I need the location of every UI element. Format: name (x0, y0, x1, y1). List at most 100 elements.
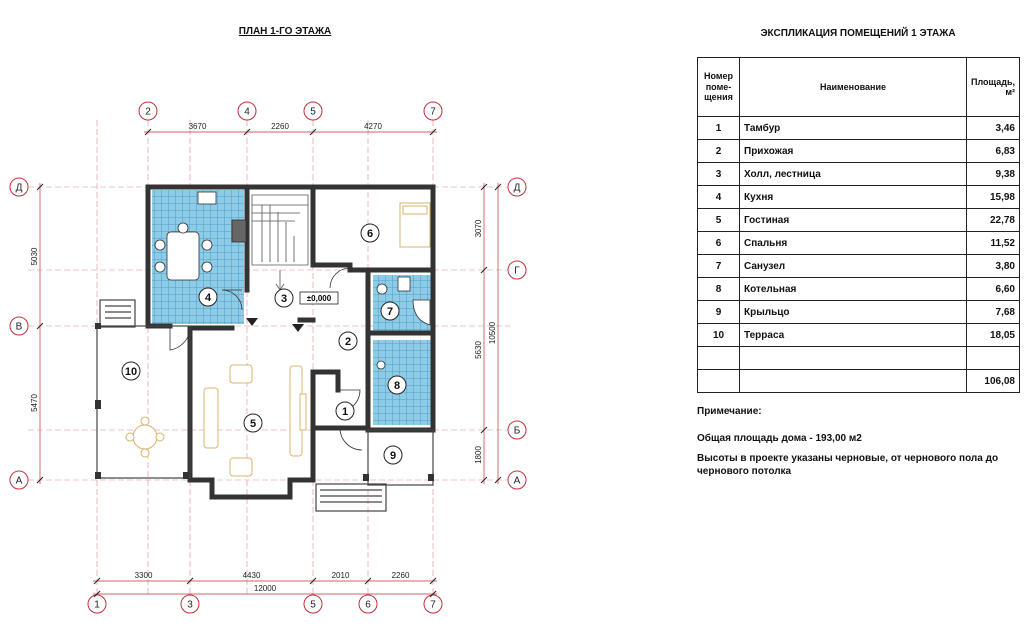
row-number: 4 (697, 185, 740, 209)
axis-bubble-top: 5 (303, 101, 323, 121)
row-area: 6,60 (965, 277, 1021, 301)
row-number: 2 (697, 139, 740, 163)
room-marker-9: 9 (383, 445, 403, 465)
axis-bubble-bottom: 7 (423, 594, 443, 614)
axis-bubble-bottom: 3 (180, 594, 200, 614)
level-mark: ±0,000 (307, 294, 332, 303)
row-name: Крыльцо (739, 300, 967, 324)
axis-bubble-right: Г (507, 260, 527, 280)
notes-heights: Высоты в проекте указаны черновые, от че… (697, 453, 999, 477)
room-number: 2 (345, 336, 351, 348)
blank-cell (965, 346, 1021, 370)
axis-bubble-left: Д (9, 177, 29, 197)
axis-label: 7 (430, 600, 436, 611)
room-marker-4: 4 (198, 287, 218, 307)
columns (95, 323, 434, 481)
row-name: Гостиная (739, 208, 967, 232)
notes: Примечание: Общая площадь дома - 193,00 … (697, 406, 1022, 486)
blank-cell (739, 346, 967, 370)
room-marker-5: 5 (243, 413, 263, 433)
axis-label: 7 (430, 107, 436, 118)
table-row-total: 106,08 (697, 369, 1021, 393)
row-name: Санузел (739, 254, 967, 278)
axis-bubble-top: 2 (138, 101, 158, 121)
explication-table: Номер поме-щения Наименование Площадь, м… (697, 57, 1021, 393)
row-name: Прихожая (739, 139, 967, 163)
axis-label: 6 (365, 600, 371, 611)
bedroom-furniture (399, 202, 431, 248)
row-area: 6,83 (965, 139, 1021, 163)
axis-label: 4 (244, 107, 250, 118)
row-area: 9,38 (965, 162, 1021, 186)
dim-label: 2260 (392, 571, 410, 580)
axis-label: Б (514, 426, 521, 437)
room-number: 9 (390, 450, 396, 462)
dim-label: 10500 (488, 321, 497, 344)
axis-gridlines (28, 120, 510, 595)
row-number: 10 (697, 323, 740, 347)
dim-label: 3670 (189, 122, 207, 131)
room-number: 4 (205, 292, 212, 304)
row-name: Холл, лестница (739, 162, 967, 186)
axis-label: 5 (310, 107, 316, 118)
dim-label: 5630 (474, 341, 483, 359)
header-room-name: Наименование (739, 57, 967, 117)
room-marker-6: 6 (360, 223, 380, 243)
axis-bubble-left: А (9, 470, 29, 490)
axis-label: А (16, 476, 23, 487)
row-number: 9 (697, 300, 740, 324)
row-area: 22,78 (965, 208, 1021, 232)
dim-label: 4270 (364, 122, 382, 131)
staircase (251, 194, 309, 291)
terrace-furniture (125, 416, 165, 458)
axis-label: 2 (145, 107, 151, 118)
notes-heading: Примечание: (697, 406, 762, 417)
axis-bubble-right: А (507, 470, 527, 490)
axis-bubble-bottom: 5 (303, 594, 323, 614)
axis-label: Г (514, 266, 520, 277)
row-area: 18,05 (965, 323, 1021, 347)
notes-total-area: Общая площадь дома - 193,00 м2 (697, 432, 862, 444)
row-number: 3 (697, 162, 740, 186)
explication-title: ЭКСПЛИКАЦИЯ ПОМЕЩЕНИЙ 1 ЭТАЖА (760, 28, 956, 39)
dim-label: 1800 (474, 446, 483, 464)
dim-label: 2260 (271, 122, 289, 131)
dim-label: 5470 (30, 394, 39, 412)
row-area: 7,68 (965, 300, 1021, 324)
dim-label: 12000 (254, 584, 277, 593)
axis-bubble-top: 4 (237, 101, 257, 121)
axis-bubble-left: В (9, 316, 29, 336)
blank-cell (697, 346, 740, 370)
dim-top: 3670 2260 4270 (144, 122, 437, 136)
room-number: 10 (125, 366, 137, 378)
axis-label: 5 (310, 600, 316, 611)
axis-label: В (16, 322, 23, 333)
kitchen-furniture (154, 191, 247, 281)
room-marker-3: 3 (274, 288, 294, 308)
room-marker-7: 7 (380, 301, 400, 321)
room-number: 5 (250, 418, 256, 430)
room-marker-8: 8 (387, 375, 407, 395)
row-area: 3,46 (965, 116, 1021, 140)
room-number: 3 (281, 293, 287, 305)
axis-bubble-right: Д (507, 177, 527, 197)
table-header-row: Номер поме-щения Наименование Площадь, м… (697, 57, 1021, 117)
room-number: 6 (367, 228, 373, 240)
row-number: 5 (697, 208, 740, 232)
living-furniture (203, 364, 307, 477)
room-marker-1: 1 (335, 401, 355, 421)
blank-cell (739, 369, 967, 393)
dim-bottom-total: 12000 (93, 584, 437, 598)
